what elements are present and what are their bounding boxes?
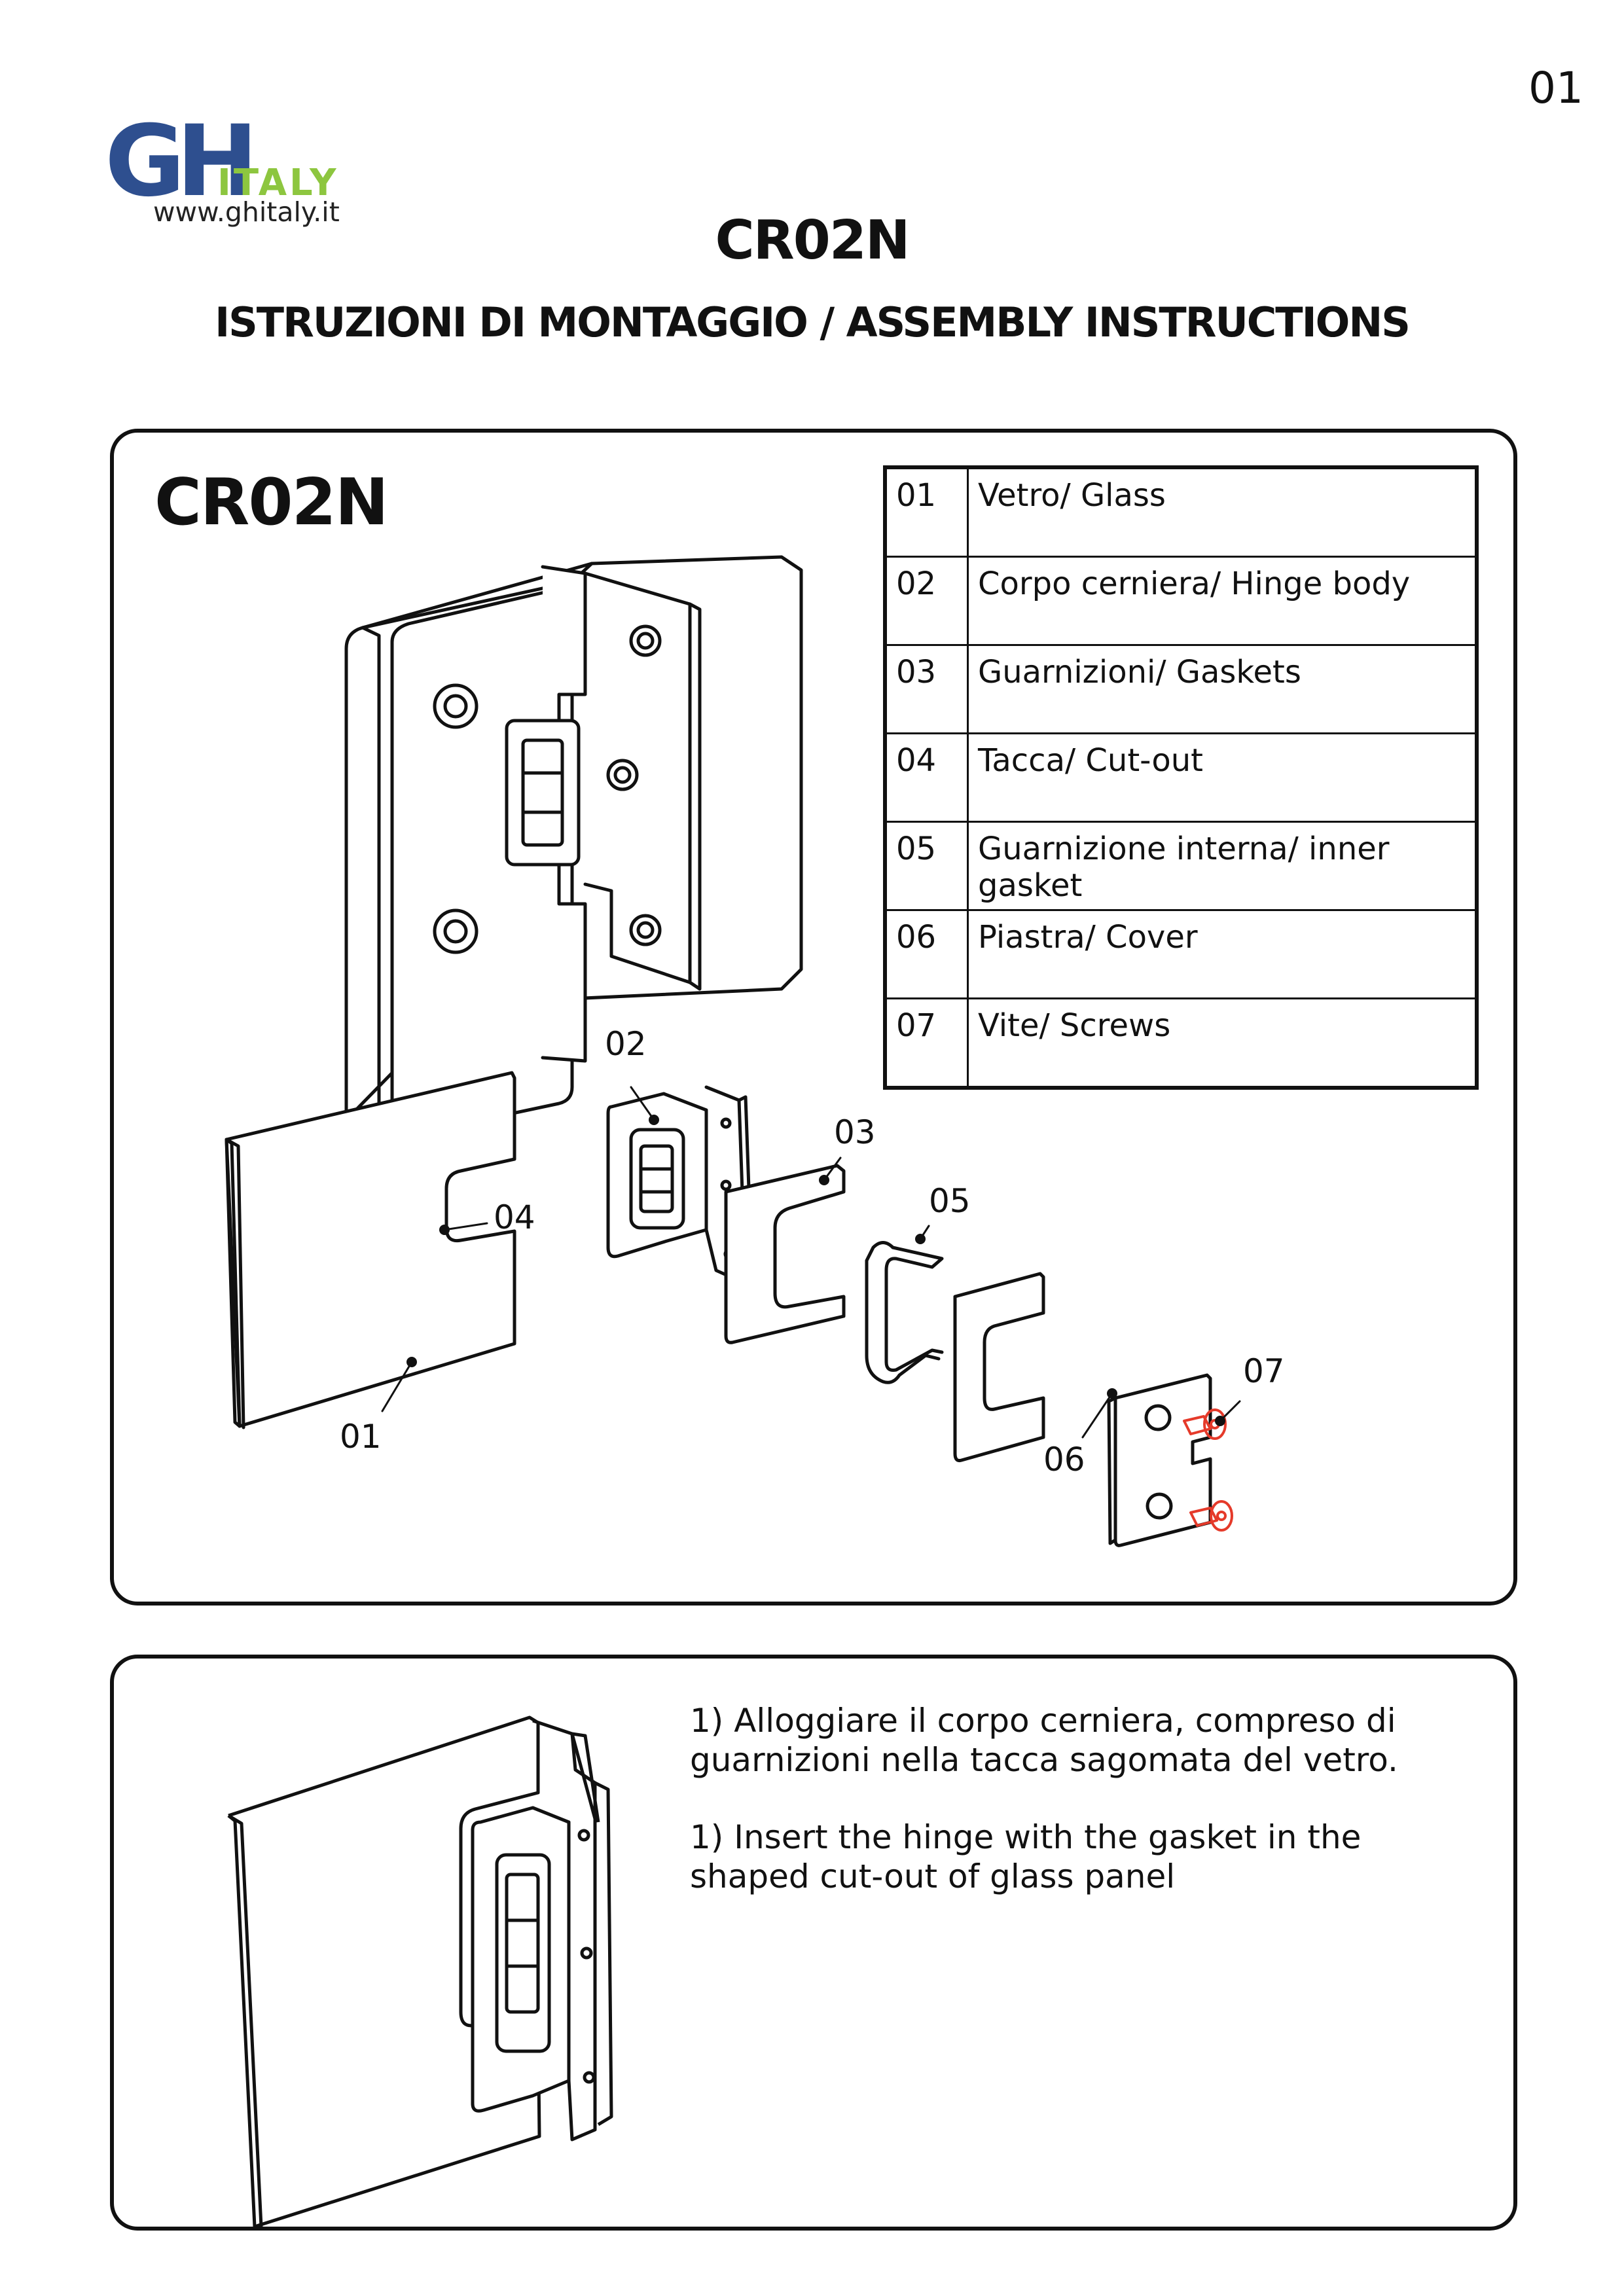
cover-plate-part [1107,1373,1212,1547]
page-number: 01 [1528,63,1583,113]
part-number: 05 [884,821,969,911]
callout-02: 02 [605,1025,647,1063]
step-1-text-italian: 1) Alloggiare il corpo cerniera, compres… [690,1702,1398,1779]
leader-dots [406,1115,1225,1426]
part-name: Piastra/ Cover [967,909,1478,999]
step-1-instructions: 1) Alloggiare il corpo cerniera, compres… [690,1701,1482,1934]
document-title: CR02N [715,209,910,272]
exploded-view-diagram [225,555,1241,1547]
part-number: 07 [884,997,969,1089]
callout-03: 03 [834,1113,876,1151]
part-number: 04 [884,732,969,823]
part-name: Guarnizione interna/ inner gasket [967,821,1478,911]
callout-01: 01 [340,1418,382,1456]
callout-05: 05 [929,1182,971,1220]
product-code: CR02N [154,465,389,540]
part-name: Corpo cerniera/ Hinge body [967,556,1478,646]
assembled-hinge-illustration [344,555,803,1138]
logo-sub-text: ITALY [217,162,339,204]
step-1-panel: 1) Alloggiare il corpo cerniera, compres… [110,1655,1517,2231]
part-number: 03 [884,644,969,734]
part-name: Guarnizioni/ Gaskets [967,644,1478,734]
part-name: Vetro/ Glass [967,466,1478,558]
part-name: Tacca/ Cut-out [967,732,1478,823]
part-name: Vite/ Screws [967,997,1478,1089]
gh-italy-logo: GH ITALY [105,111,339,219]
website-url: www.ghitaly.it [153,196,340,228]
hinge-body-part [606,1085,754,1285]
logo-main-text: GH [105,111,249,219]
step-1-illustration [227,1715,613,2227]
gasket-plate-part [953,1272,1045,1462]
part-number: 02 [884,556,969,646]
callout-07: 07 [1243,1352,1285,1390]
glass-panel-part [225,1071,516,1429]
document-subtitle: ISTRUZIONI DI MONTAGGIO / ASSEMBLY INSTR… [215,298,1411,346]
step-1-text-english: 1) Insert the hinge with the gasket in t… [690,1818,1362,1895]
callout-04: 04 [494,1198,535,1236]
part-number: 01 [884,466,969,558]
part-number: 06 [884,909,969,999]
gasket-part [724,1164,846,1344]
screws-part [1183,1408,1233,1532]
callout-06: 06 [1043,1441,1085,1479]
inner-gasket-part [865,1241,944,1384]
